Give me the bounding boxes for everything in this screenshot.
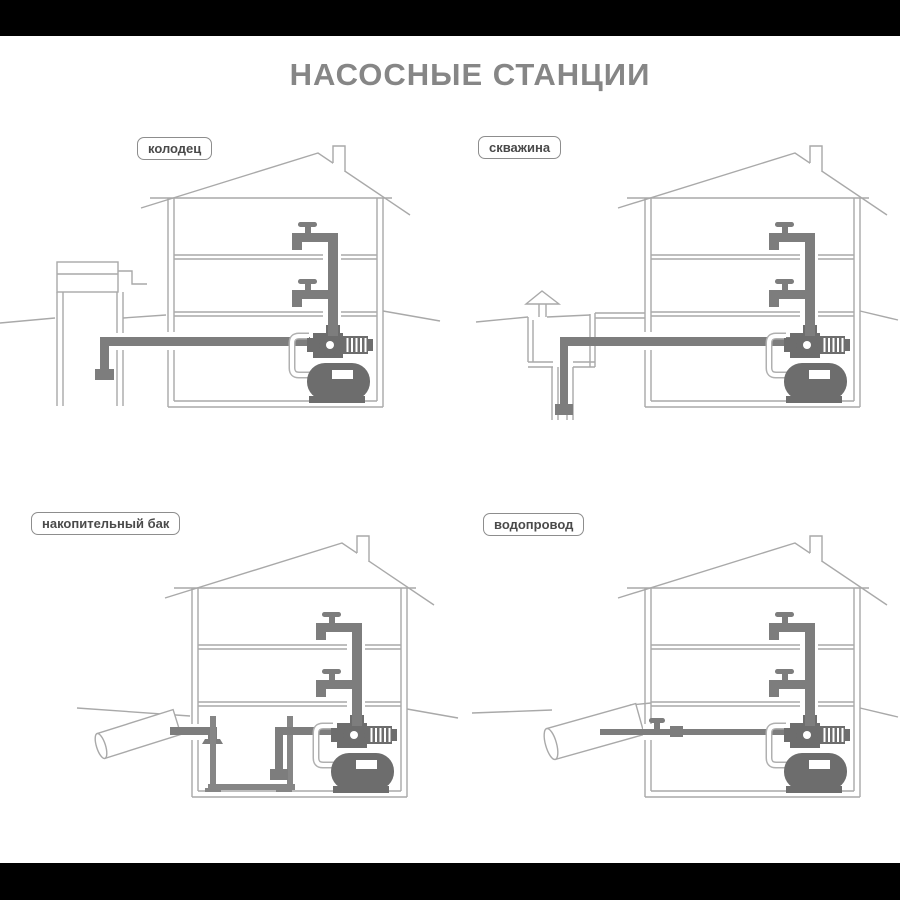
diagram-label-well: колодец (137, 137, 213, 160)
diagram-label-storage-tank: накопительный бак (31, 512, 181, 535)
ground-line (471, 702, 899, 718)
diagram-storage-tank (76, 535, 459, 798)
borehole-pit-icon (527, 312, 645, 420)
suction-pipe-icon (95, 337, 310, 380)
well-icon (56, 261, 147, 406)
house-icon (164, 535, 435, 798)
diagram-well (0, 145, 441, 408)
suction-pipe-icon (270, 727, 332, 780)
storage-tank-icon (205, 716, 295, 792)
service-pipe-icon (600, 726, 786, 737)
page-title: НАСОСНЫЕ СТАНЦИИ (289, 57, 651, 92)
diagram-label-borehole: скважина (478, 136, 562, 159)
ground-line (475, 310, 899, 323)
diagram-label-water-main: водопровод (483, 513, 585, 536)
letterbox-top (0, 0, 900, 36)
letterbox-bottom (0, 863, 900, 900)
diagram-borehole (475, 145, 899, 420)
diagram-water-main (471, 535, 899, 798)
house-icon (617, 535, 888, 798)
shutoff-valve-icon (649, 718, 665, 730)
ground-line (0, 310, 441, 324)
vent-icon (524, 290, 562, 317)
suction-pipe-icon (555, 337, 790, 415)
delivery-pipe-icon (94, 708, 182, 760)
house-icon (140, 145, 411, 408)
house-icon (617, 145, 888, 408)
